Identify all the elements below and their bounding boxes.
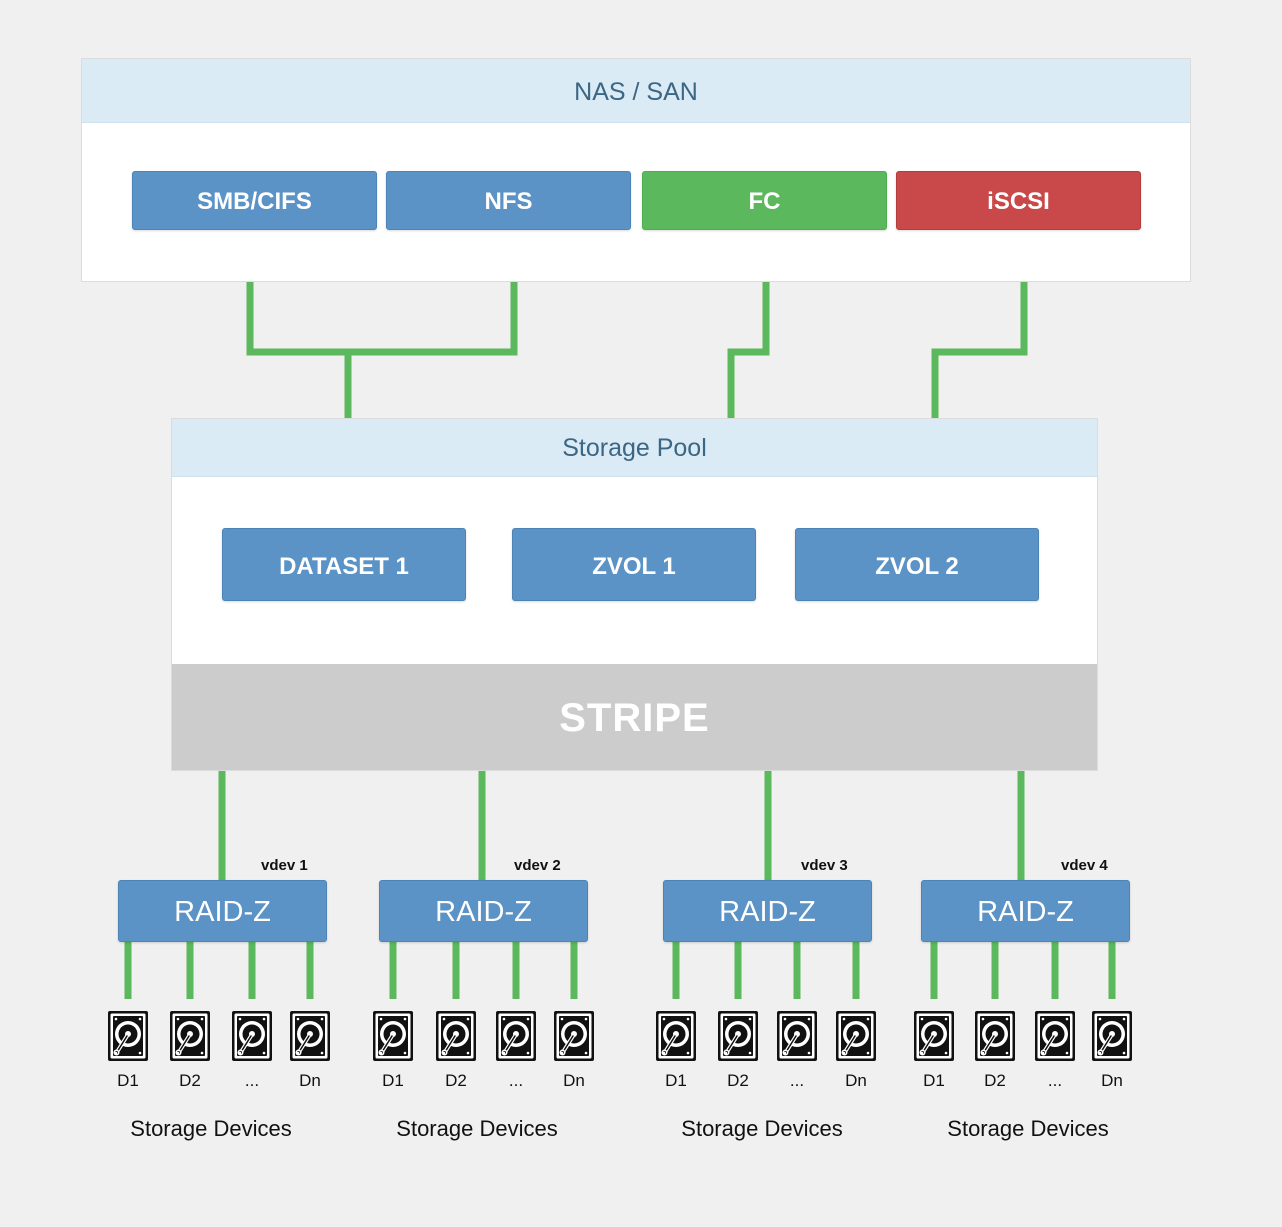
hard-drive-icon xyxy=(913,1010,955,1067)
disk-label: D1 xyxy=(382,1071,404,1090)
disk-label: D1 xyxy=(665,1071,687,1090)
hard-drive-icon xyxy=(289,1010,331,1067)
connector-smb-nfs-to-dataset xyxy=(246,249,518,356)
disk-label: Dn xyxy=(563,1071,585,1090)
storage-devices-label: Storage Devices xyxy=(947,1116,1109,1141)
hard-drive-icon xyxy=(974,1010,1016,1067)
hard-drive-icon xyxy=(372,1010,414,1067)
disk-label: Dn xyxy=(299,1071,321,1090)
hard-drive-icon xyxy=(495,1010,537,1067)
hard-drive-icon xyxy=(169,1010,211,1067)
hard-drive-icon xyxy=(1034,1010,1076,1067)
vdev-label-2: vdev 2 xyxy=(514,857,561,874)
stripe-bar: STRIPE xyxy=(172,664,1097,770)
volume-dataset-1: DATASET 1 xyxy=(222,528,466,601)
hard-drive-icon xyxy=(435,1010,477,1067)
storage-devices-label: Storage Devices xyxy=(130,1116,292,1141)
disk-label: D2 xyxy=(727,1071,749,1090)
raid-z-box-3: RAID-Z xyxy=(663,880,872,942)
hard-drive-icon xyxy=(776,1010,818,1067)
protocol-nfs: NFS xyxy=(386,171,631,230)
disk-label: Dn xyxy=(1101,1071,1123,1090)
hard-drive-icon xyxy=(107,1010,149,1067)
raid-z-box-4: RAID-Z xyxy=(921,880,1130,942)
vdev-label-1: vdev 1 xyxy=(261,857,308,874)
nas-san-panel: NAS / SAN xyxy=(81,58,1191,282)
hard-drive-icon xyxy=(1091,1010,1133,1067)
hard-drive-icon xyxy=(717,1010,759,1067)
vdev-label-4: vdev 4 xyxy=(1061,857,1108,874)
disk-label: D2 xyxy=(984,1071,1006,1090)
hard-drive-icon xyxy=(231,1010,273,1067)
disk-label: ... xyxy=(1047,1071,1063,1090)
vdev-label-3: vdev 3 xyxy=(801,857,848,874)
disk-label: D2 xyxy=(179,1071,201,1090)
disk-label: Dn xyxy=(845,1071,867,1090)
disk-connectors xyxy=(124,942,1116,999)
storage-devices-label: Storage Devices xyxy=(396,1116,558,1141)
disk-label: ... xyxy=(244,1071,260,1090)
nas-san-title: NAS / SAN xyxy=(82,59,1190,123)
protocol-smb-cifs: SMB/CIFS xyxy=(132,171,377,230)
disk-label: D1 xyxy=(117,1071,139,1090)
storage-devices-label: Storage Devices xyxy=(681,1116,843,1141)
volume-zvol-1: ZVOL 1 xyxy=(512,528,756,601)
hard-drive-icon xyxy=(553,1010,595,1067)
hard-drive-icon xyxy=(835,1010,877,1067)
hard-drive-icon xyxy=(655,1010,697,1067)
protocol-fc: FC xyxy=(642,171,887,230)
disk-label: ... xyxy=(789,1071,805,1090)
disk-label: ... xyxy=(508,1071,524,1090)
disk-label: D1 xyxy=(923,1071,945,1090)
protocol-iscsi: iSCSI xyxy=(896,171,1141,230)
raid-z-box-2: RAID-Z xyxy=(379,880,588,942)
volume-zvol-2: ZVOL 2 xyxy=(795,528,1039,601)
disk-label: D2 xyxy=(445,1071,467,1090)
raid-z-box-1: RAID-Z xyxy=(118,880,327,942)
storage-pool-title: Storage Pool xyxy=(172,419,1097,477)
